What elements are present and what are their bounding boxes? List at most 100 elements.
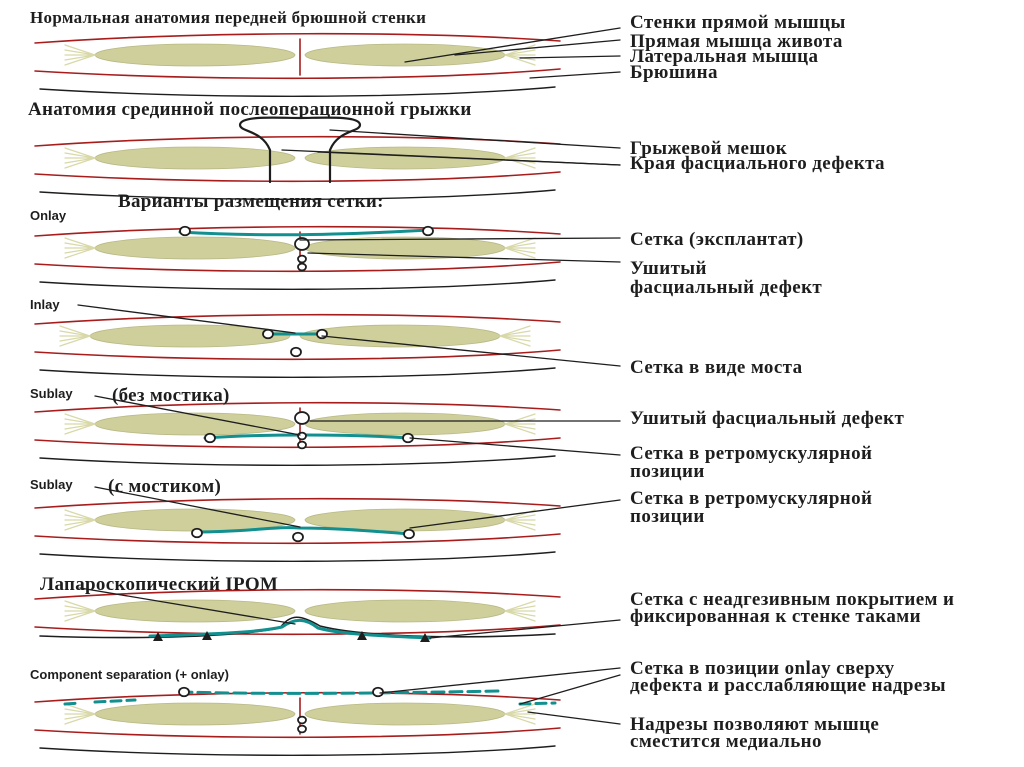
lateral-muscle-fibers-left	[64, 423, 96, 435]
leader-rectus-sheath	[404, 27, 621, 63]
lateral-muscle-fibers-left	[59, 330, 91, 337]
section-title-sublay-1: Sublay	[30, 386, 73, 401]
label-rectus-muscle: Прямая мышца живота	[630, 31, 843, 52]
hernia-sac-outline	[238, 116, 362, 184]
label-bridge-mesh: Сетка в виде моста	[630, 357, 803, 378]
lateral-muscle-fibers-right	[504, 703, 536, 715]
section-title-hernia: Анатомия срединной послеоперационной гры…	[28, 99, 472, 120]
suture-ring-bottom	[297, 724, 307, 734]
lateral-muscle-fibers-right	[504, 610, 536, 617]
rectus-muscle-right	[304, 412, 506, 436]
tack	[202, 631, 212, 640]
lateral-muscle-fibers-right	[504, 54, 536, 66]
leader-hernia-sac	[329, 129, 621, 149]
tack	[420, 633, 430, 642]
fascia-top-line	[34, 497, 561, 509]
fascia-bottom-line	[34, 727, 561, 739]
rectus-muscle-left	[94, 412, 296, 436]
leader-rectus-muscle	[454, 39, 621, 56]
lateral-muscle-fibers-right	[504, 713, 536, 720]
section-title-inlay: Inlay	[30, 297, 60, 312]
mesh-onlay	[178, 228, 432, 237]
lateral-muscle-fibers-left	[64, 713, 96, 720]
leader-defect-edge-right	[317, 151, 621, 166]
lateral-muscle-fibers-left	[64, 152, 96, 159]
lateral-muscle-fibers-left	[64, 509, 96, 521]
fascia-bottom-line	[34, 261, 561, 273]
lateral-muscle-fibers-right	[504, 708, 536, 715]
label-ipom-mesh: Сетка с неадгезивным покрытием и фиксиро…	[630, 589, 955, 627]
lateral-muscle-fibers-right	[504, 519, 536, 531]
section-note-sublay-2: (с мостиком)	[108, 476, 222, 497]
mesh-onlay-dashed	[178, 689, 502, 695]
lateral-muscle-fibers-left	[64, 413, 96, 425]
fascia-bottom-line	[34, 533, 561, 545]
section-title-sublay-2: Sublay	[30, 477, 73, 492]
lateral-muscle-fibers-left	[64, 703, 96, 715]
leader-ipom-title	[79, 587, 296, 625]
label-retromuscular-mesh-2: Сетка в ретромускулярной позиции	[630, 488, 873, 527]
mesh-sublay	[203, 433, 412, 440]
lateral-muscle-fibers-left	[64, 242, 96, 249]
lateral-muscle-fibers-right	[504, 413, 536, 425]
lateral-muscle-fibers-right	[504, 152, 536, 159]
lateral-muscle-fibers-left	[59, 335, 91, 342]
leader-medial-shift	[527, 711, 621, 725]
label-hernia-sac: Грыжевой мешок	[630, 138, 788, 159]
label-sutured-defect-1: Ушитый фасциальный дефект	[630, 258, 823, 298]
lateral-muscle-fibers-left	[64, 237, 96, 249]
lateral-muscle-fibers-right	[504, 610, 536, 622]
lateral-muscle-fibers-right	[504, 247, 536, 259]
suture-ring-mid	[297, 254, 307, 264]
lateral-muscle-fibers-left	[64, 247, 96, 259]
lateral-muscle-fibers-left	[64, 147, 96, 159]
lateral-muscle-fibers-left	[64, 49, 96, 56]
fascia-top-line	[34, 135, 561, 147]
suture-ring-mid	[297, 715, 307, 725]
label-onlay-release: Сетка в позиции onlay сверху дефекта и р…	[630, 658, 946, 696]
lateral-muscle-fibers-right	[504, 247, 536, 254]
lateral-muscle-fibers-right	[504, 49, 536, 56]
rectus-muscle-left	[94, 43, 296, 67]
lateral-muscle-fibers-left	[64, 157, 96, 164]
fixation-ring-left	[178, 686, 190, 698]
fixation-ring-right	[422, 225, 434, 237]
peritoneum-ring	[290, 346, 302, 358]
peritoneum-ring	[292, 531, 304, 543]
leader-sublay-title-2	[94, 486, 301, 528]
section-title-ipom: Лапароскопический IPOM	[40, 574, 279, 595]
peritoneum-line	[39, 551, 556, 562]
section-title-component-separation: Component separation (+ onlay)	[30, 667, 229, 682]
lateral-muscle-fibers-left	[64, 519, 96, 531]
lateral-muscle-fibers-left	[64, 44, 96, 56]
leader-ipom-mesh	[429, 619, 621, 639]
leader-inlay-title	[77, 304, 296, 334]
lateral-muscle-fibers-right	[504, 242, 536, 249]
lateral-muscle-fibers-left	[64, 54, 96, 66]
fascia-top-line	[34, 588, 561, 600]
tack	[357, 631, 367, 640]
suture-ring-bottom	[297, 262, 307, 272]
section-title-normal: Нормальная анатомия передней брюшной сте…	[30, 8, 427, 27]
leader-onlay-release	[379, 667, 621, 694]
lateral-muscle-fibers-left	[64, 519, 96, 526]
mesh-sublay-bridge	[193, 526, 412, 536]
lateral-muscle-fibers-right	[499, 330, 531, 337]
suture-ring-bottom	[297, 440, 307, 450]
tack	[153, 632, 163, 641]
lateral-muscle-fibers-left	[59, 335, 91, 347]
fascia-top-line	[34, 32, 561, 44]
section-title-mesh-variants: Варианты размещения сетки:	[118, 191, 384, 212]
lateral-muscle-fibers-left	[64, 247, 96, 254]
mesh-ipom	[148, 618, 432, 640]
lateral-muscle-fibers-right	[504, 423, 536, 435]
release-incision-right	[518, 701, 557, 706]
lateral-muscle-fibers-left	[64, 713, 96, 725]
rectus-muscle-left	[94, 146, 296, 170]
leader-retromuscular-mesh-2	[409, 499, 621, 529]
fixation-ring-left	[262, 328, 274, 340]
leader-mesh-explant	[299, 237, 621, 241]
lateral-muscle-fibers-left	[64, 423, 96, 430]
lateral-muscle-fibers-left	[64, 418, 96, 425]
